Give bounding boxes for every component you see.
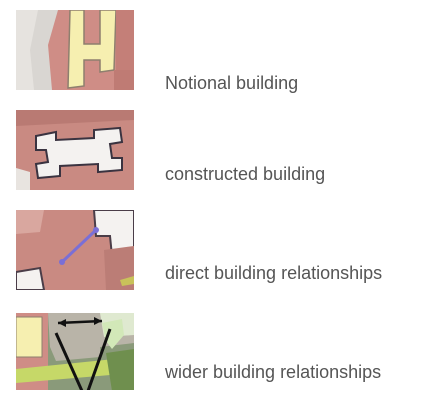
constructed-building-icon — [16, 110, 134, 190]
direct-relationships-thumbnail — [16, 210, 134, 290]
wider-relationships-label: wider building relationships — [165, 362, 381, 382]
direct-relationships-label: direct building relationships — [165, 263, 382, 283]
wider-relationships-thumbnail — [16, 312, 134, 390]
direct-relationships-icon — [16, 210, 134, 290]
constructed-building-thumbnail — [16, 110, 134, 190]
notional-building-label: Notional building — [165, 73, 298, 93]
constructed-building-label: constructed building — [165, 164, 325, 184]
wider-relationships-icon — [16, 312, 134, 390]
notional-building-thumbnail — [16, 10, 134, 90]
notional-building-icon — [16, 10, 134, 90]
